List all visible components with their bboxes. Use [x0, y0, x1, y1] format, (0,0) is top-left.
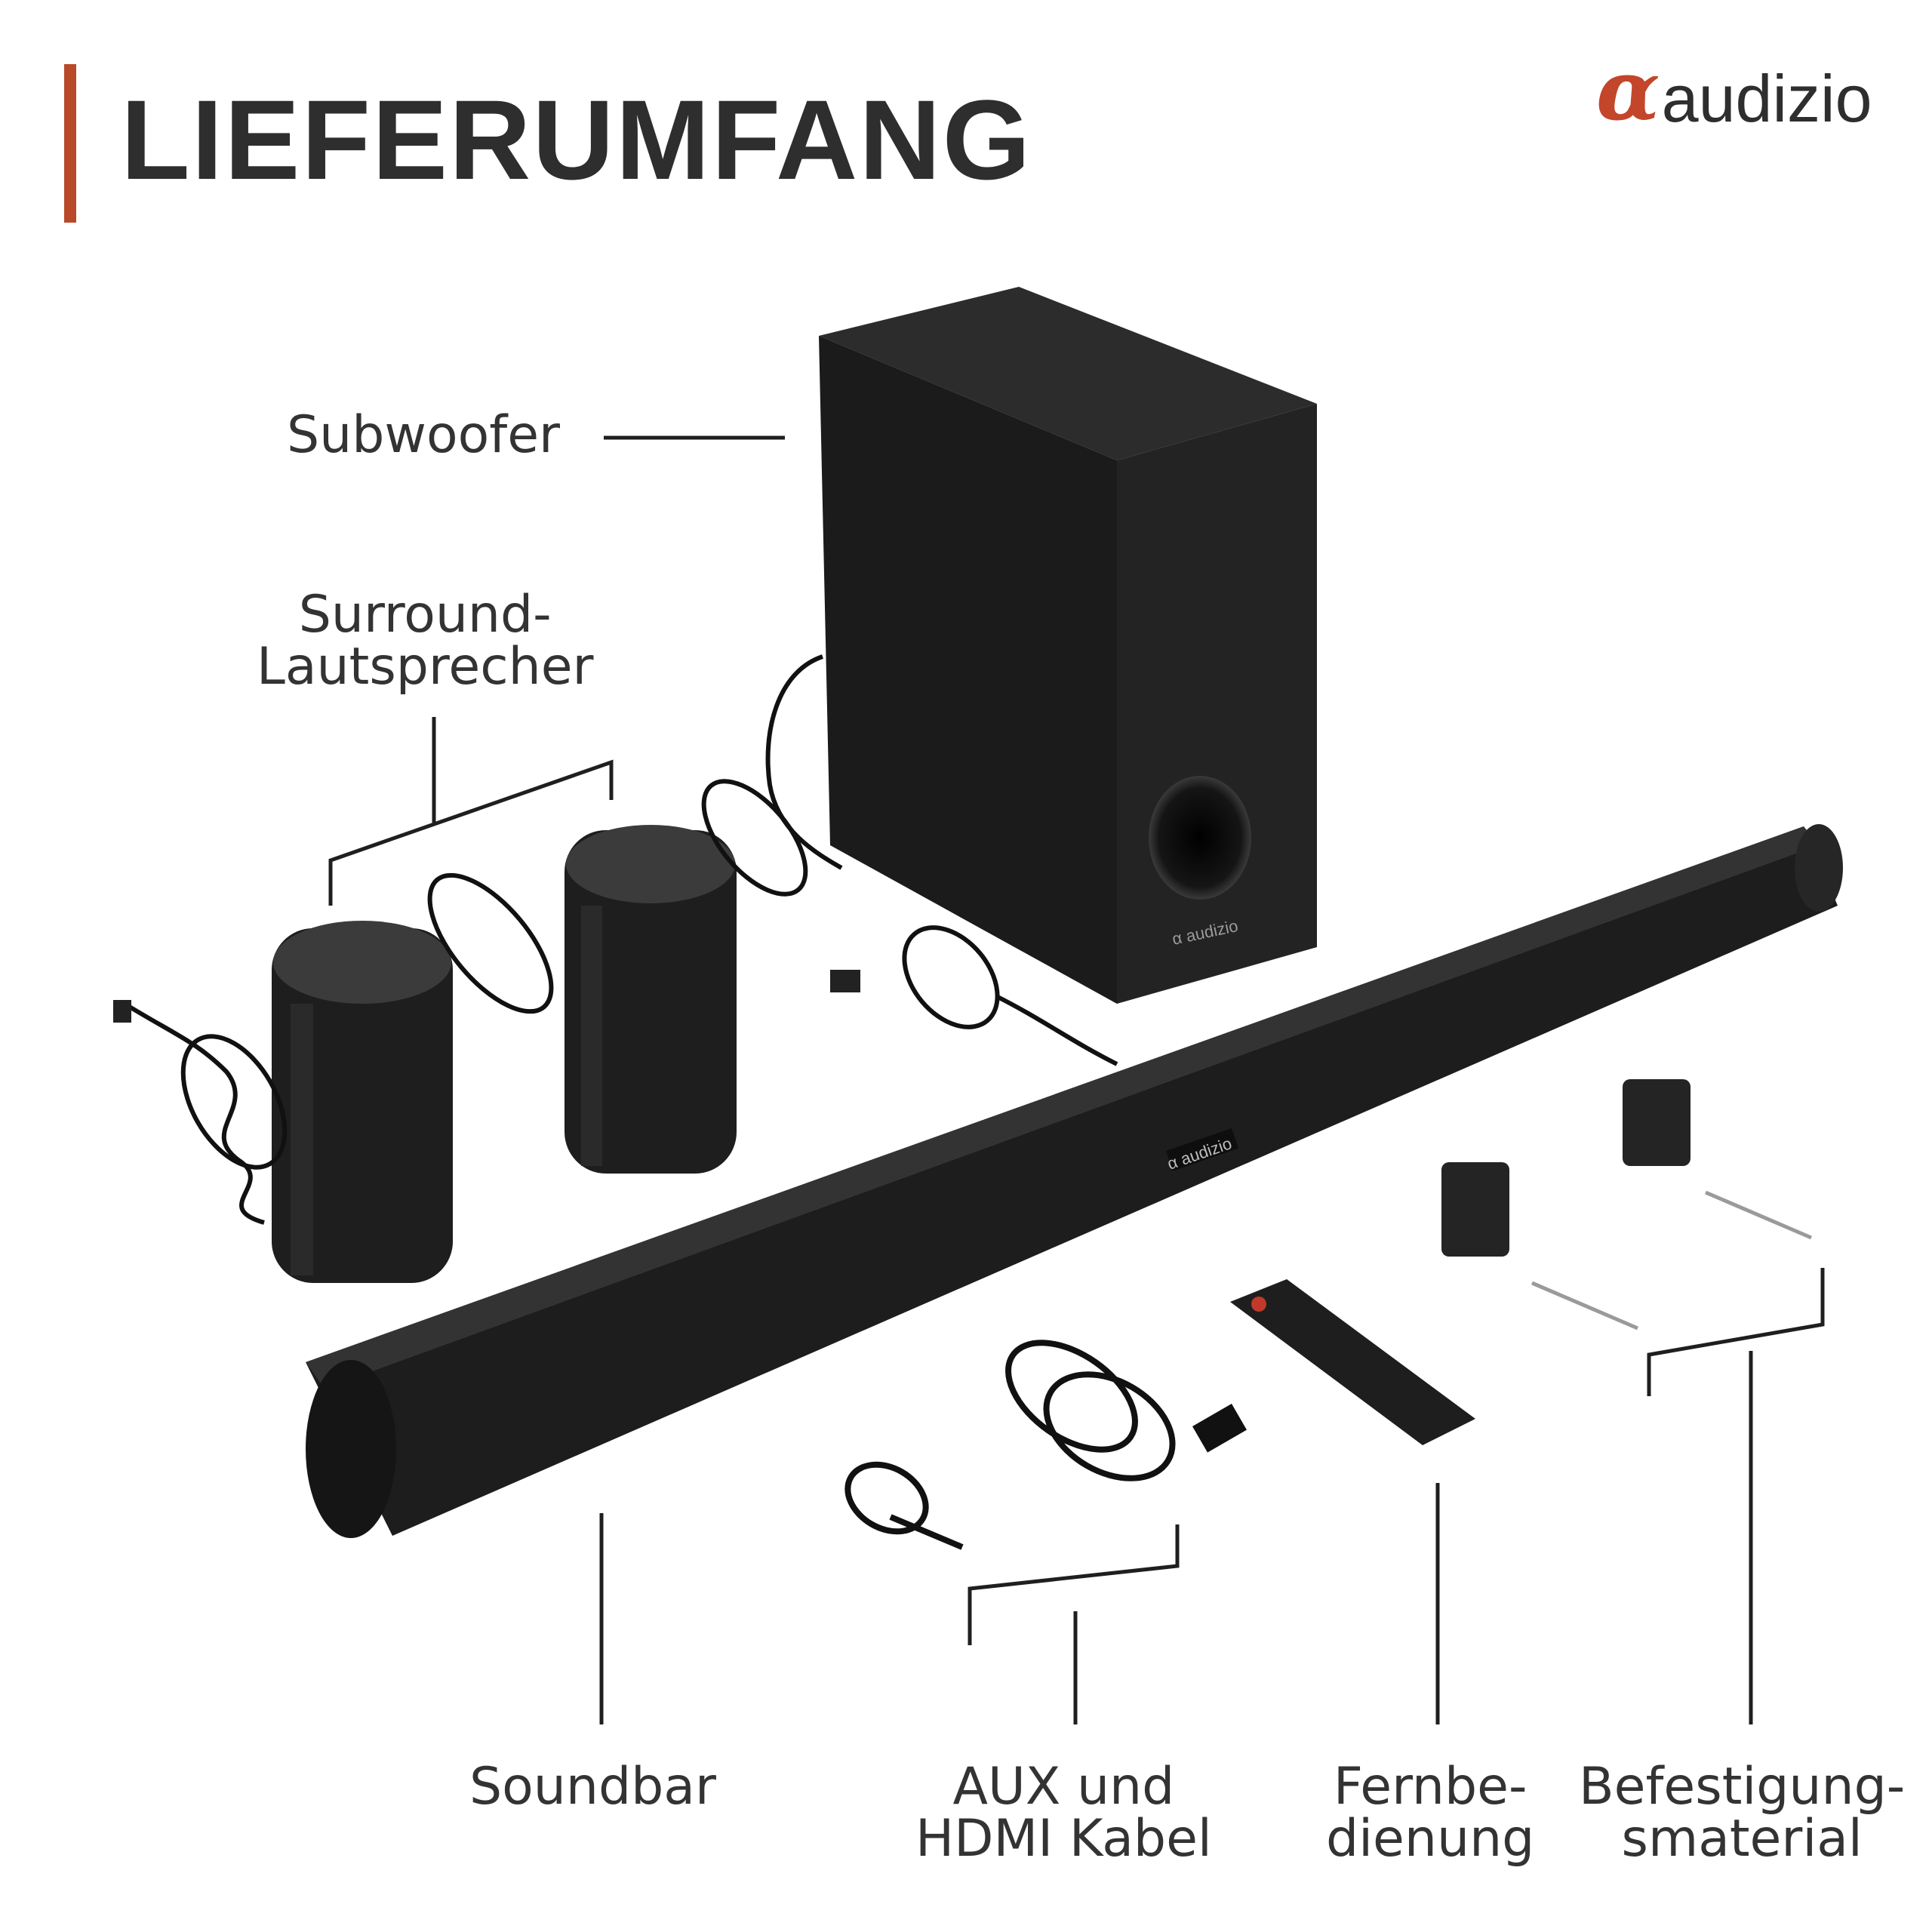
- label-mounting-material: Befestigung- smaterial: [1579, 1757, 1906, 1869]
- brand-mark-icon: α: [1596, 42, 1660, 139]
- speaker-cables: [123, 654, 1118, 1225]
- screws-icon: [1531, 1190, 1812, 1331]
- surround-speaker-right: [565, 825, 737, 1174]
- leader-lines: [328, 435, 1825, 1724]
- power-button-icon: [1251, 1297, 1266, 1312]
- label-soundbar: Soundbar: [469, 1757, 716, 1817]
- power-plug-icon: [830, 970, 860, 992]
- connector-icon: [113, 1000, 131, 1023]
- title-accent-bar: [64, 64, 76, 223]
- label-remote-control: Fernbe- dienung: [1326, 1757, 1535, 1869]
- brand-name: audizio: [1661, 61, 1872, 136]
- label-surround-speakers: Surround- Lautsprecher: [257, 585, 594, 697]
- bass-port-icon: [1149, 776, 1251, 900]
- page-title: LIEFERUMFANG: [121, 76, 1032, 203]
- label-subwoofer: Subwoofer: [287, 405, 560, 465]
- label-aux-hdmi-cables: AUX und HDMI Kabel: [915, 1757, 1212, 1869]
- mounting-material-image: [1441, 1079, 1690, 1257]
- remote-control-image: [1230, 1279, 1475, 1445]
- soundbar-image: α audizio: [306, 824, 1843, 1538]
- surround-speaker-left: [272, 921, 453, 1283]
- aux-hdmi-cables: [844, 1340, 1176, 1550]
- hdmi-plug-icon: [1192, 1403, 1247, 1453]
- subwoofer-image: α audizio: [819, 287, 1317, 1004]
- brand-logo: α audizio: [1596, 49, 1872, 136]
